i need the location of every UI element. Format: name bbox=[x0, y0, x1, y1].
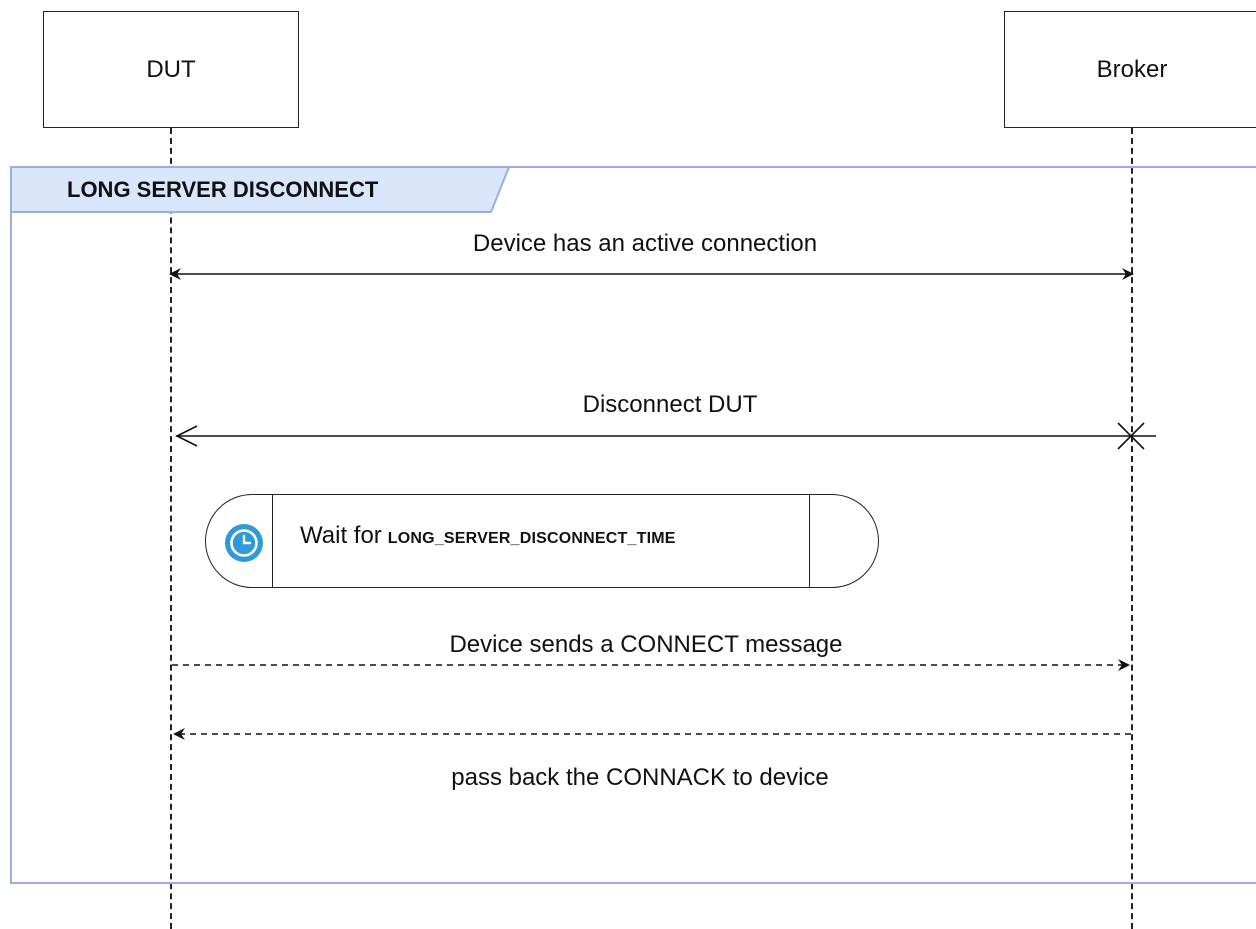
participant-broker-label: Broker bbox=[1096, 55, 1168, 83]
combined-fragment-frame bbox=[10, 166, 1256, 884]
frame-tab-shape bbox=[11, 167, 511, 213]
message-label-3: Device sends a CONNECT message bbox=[449, 631, 843, 658]
message-label-1: Device has an active connection bbox=[472, 230, 818, 257]
wait-step-label: Wait for LONG_SERVER_DISCONNECT_TIME bbox=[300, 522, 676, 550]
participant-broker: Broker bbox=[1004, 11, 1256, 128]
wait-step-constant: LONG_SERVER_DISCONNECT_TIME bbox=[387, 530, 676, 547]
wait-step-divider-right bbox=[809, 495, 810, 587]
wait-step bbox=[205, 494, 879, 588]
lifeline-dut bbox=[170, 128, 172, 929]
message-label-4: pass back the CONNACK to device bbox=[451, 764, 829, 791]
participant-dut-label: DUT bbox=[146, 55, 196, 83]
participant-dut: DUT bbox=[43, 11, 299, 128]
frame-label: LONG SERVER DISCONNECT bbox=[11, 167, 491, 212]
destroy-x-marker bbox=[1117, 422, 1145, 450]
frame-label-text: LONG SERVER DISCONNECT bbox=[67, 176, 379, 202]
clock-icon bbox=[225, 524, 263, 562]
wait-step-prefix: Wait for bbox=[300, 522, 382, 549]
wait-step-divider-left bbox=[272, 495, 273, 587]
message-label-2: Disconnect DUT bbox=[582, 391, 758, 418]
lifeline-broker bbox=[1131, 128, 1133, 929]
